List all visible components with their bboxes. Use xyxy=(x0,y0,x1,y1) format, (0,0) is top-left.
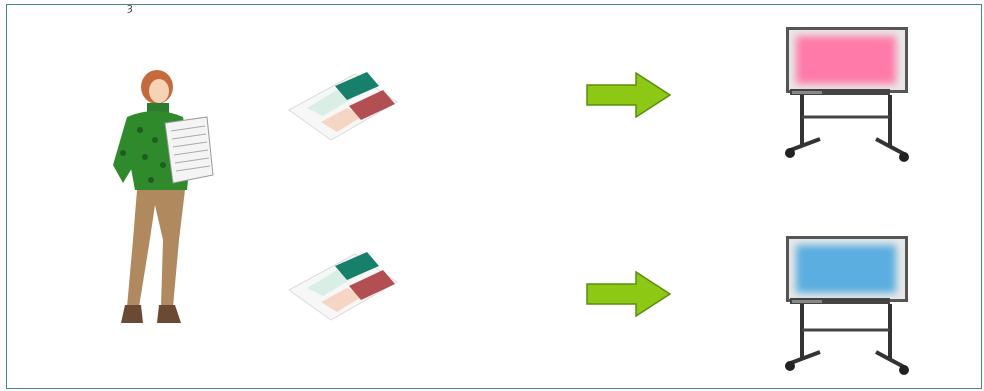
corner-mark: ȝ xyxy=(127,1,133,14)
whiteboard-on-stand-icon xyxy=(780,234,915,380)
color-swatch-card-icon xyxy=(285,250,400,322)
color-swatch-card-icon xyxy=(285,70,400,142)
green-arrow-right-icon xyxy=(586,72,672,118)
woman-reading-document-icon xyxy=(95,65,225,330)
green-arrow-right-icon xyxy=(586,271,672,317)
whiteboard-on-stand-icon xyxy=(780,25,915,165)
